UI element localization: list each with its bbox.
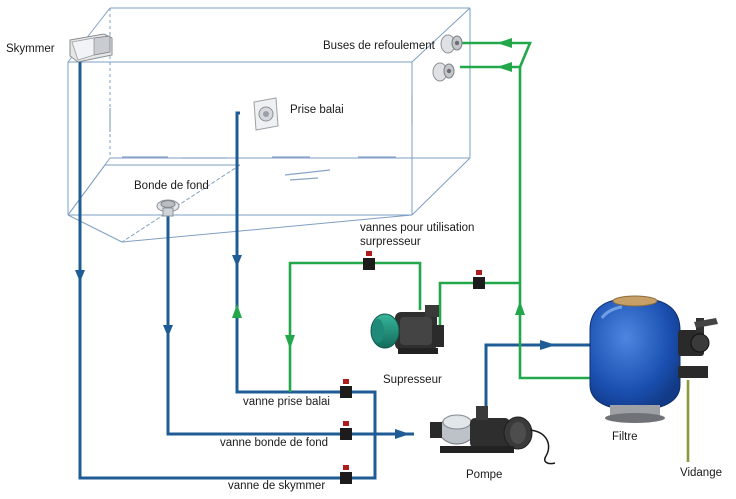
valve-icon-bonde-fond — [340, 421, 352, 440]
label-vanne-prise-balai: vanne prise balai — [243, 396, 330, 408]
label-vidange: Vidange — [680, 467, 722, 479]
suction-arrows — [75, 255, 556, 439]
pool-outline — [67, 7, 471, 243]
sand-filter-icon — [589, 295, 681, 423]
valve-icon-prise-balai — [340, 379, 352, 398]
pump-icon — [430, 406, 556, 465]
valve-icon-booster-left — [363, 251, 375, 270]
vacuum-inlet-icon — [253, 97, 279, 131]
label-vanne-skymmer: vanne de skymmer — [228, 480, 326, 492]
water-surface-lines — [109, 95, 413, 181]
main-drain-icon — [156, 199, 180, 217]
label-prise-balai: Prise balai — [290, 104, 344, 116]
booster-pump-icon — [370, 305, 444, 354]
skimmer-icon — [69, 33, 113, 63]
label-vanne-bonde-fond: vanne bonde de fond — [220, 437, 329, 449]
valve-icon-skymmer — [340, 465, 352, 484]
label-supresseur: Supresseur — [383, 374, 442, 386]
return-nozzle-icon — [432, 34, 463, 82]
label-vannes-line1: vannes pour utilisation — [360, 222, 475, 234]
label-bonde-fond: Bonde de fond — [134, 180, 209, 192]
suction-pipes — [78, 62, 700, 480]
multiport-valve-icon — [678, 318, 718, 378]
label-vannes-line2: surpresseur — [360, 236, 421, 248]
label-buses-refoulement: Buses de refoulement — [323, 40, 435, 52]
label-pompe: Pompe — [466, 469, 503, 481]
label-skymmer: Skymmer — [6, 43, 55, 55]
valve-icon-booster-right — [473, 270, 485, 289]
label-filtre: Filtre — [612, 431, 638, 443]
return-arrows — [232, 38, 525, 349]
